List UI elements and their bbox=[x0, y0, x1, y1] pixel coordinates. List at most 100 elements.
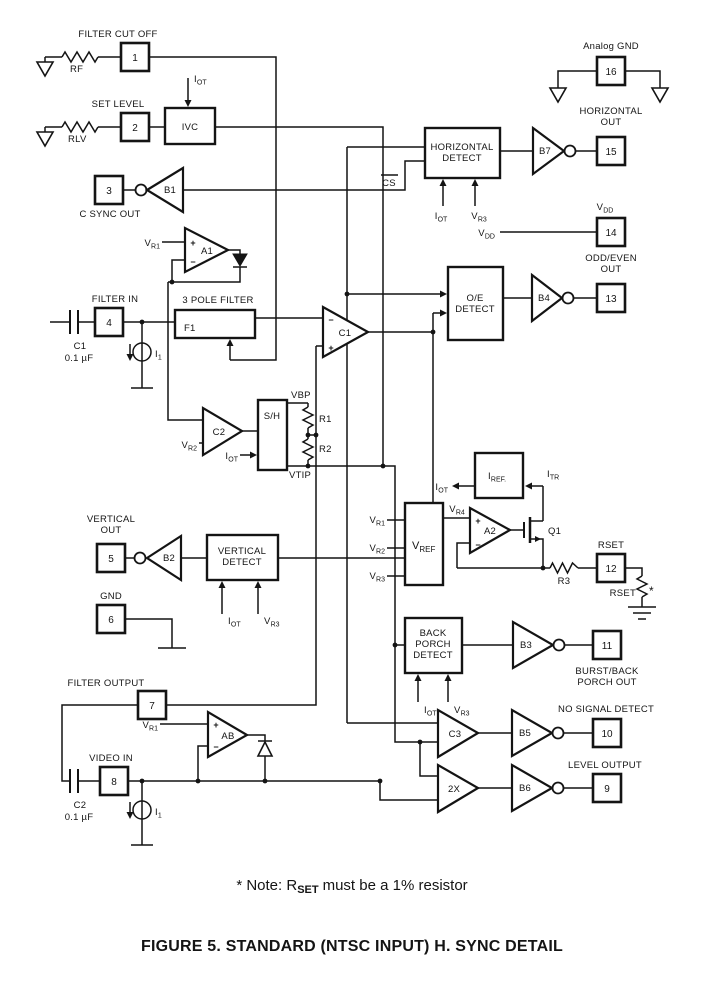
pin2-number: 2 bbox=[132, 123, 138, 134]
i1-top-label: I1 bbox=[155, 349, 162, 362]
arrow-oe-in1 bbox=[440, 290, 447, 298]
junction-dot bbox=[139, 778, 145, 784]
pin-12: RSET 12 bbox=[595, 540, 627, 584]
vr1-a1-label: VR1 bbox=[144, 238, 160, 251]
wire-pin12-right bbox=[625, 567, 643, 576]
wire-vtip-bus bbox=[287, 465, 438, 743]
pin13-box bbox=[595, 282, 627, 314]
pin5-label-2: OUT bbox=[101, 525, 122, 536]
b5-triangle bbox=[510, 708, 555, 758]
pin-3: 3 C SYNC OUT bbox=[79, 174, 140, 220]
c2-cap-label: C2 bbox=[74, 800, 87, 811]
pin8-label: VIDEO IN bbox=[89, 753, 133, 764]
arrow-bp-vr3 bbox=[444, 674, 452, 681]
comparator-c1: − + C1 bbox=[321, 305, 371, 359]
junction-dot bbox=[377, 778, 383, 784]
pin2-label: SET LEVEL bbox=[92, 99, 145, 110]
oe-label-2: DETECT bbox=[455, 304, 495, 315]
bp-label-3: DETECT bbox=[413, 650, 453, 661]
pin4-box bbox=[93, 306, 125, 338]
vd-label-2: DETECT bbox=[222, 557, 262, 568]
filter-title: 3 POLE FILTER bbox=[182, 295, 253, 306]
resistor-r2 bbox=[301, 438, 315, 461]
junction-dot bbox=[540, 565, 546, 571]
pin-1: FILTER CUT OFF 1 bbox=[78, 29, 157, 73]
pin4-number: 4 bbox=[106, 318, 112, 329]
hd-vr3-label: VR3 bbox=[471, 211, 487, 224]
ab-triangle bbox=[206, 710, 250, 759]
junction-dot bbox=[262, 778, 268, 784]
ivc-label: IVC bbox=[182, 122, 199, 133]
diodes bbox=[232, 253, 274, 757]
block-oe-detect: O/E DETECT bbox=[446, 265, 505, 342]
pin9-number: 9 bbox=[604, 784, 610, 795]
pin12-box bbox=[595, 552, 627, 584]
wire-ivc-out bbox=[215, 126, 384, 466]
arrow-itr bbox=[525, 482, 532, 490]
pin13-label-1: ODD/EVEN bbox=[585, 253, 637, 264]
pin1-label: FILTER CUT OFF bbox=[78, 29, 157, 40]
cap1-plates bbox=[69, 310, 79, 334]
oe-box bbox=[446, 265, 505, 342]
q1-label: Q1 bbox=[548, 526, 561, 537]
pin10-number: 10 bbox=[601, 729, 613, 740]
b1-label: B1 bbox=[164, 185, 176, 196]
b3-label: B3 bbox=[520, 640, 532, 651]
pin12-label: RSET bbox=[598, 540, 624, 551]
wire-a2-fb bbox=[456, 542, 470, 568]
pin14-box bbox=[595, 216, 627, 248]
pin3-box bbox=[93, 174, 125, 206]
pin3-label: C SYNC OUT bbox=[79, 209, 140, 220]
pin6-label: GND bbox=[100, 591, 122, 602]
f1-box bbox=[173, 308, 257, 340]
a2-plus: + bbox=[475, 516, 480, 526]
gnd-triangle-agnd-right bbox=[650, 87, 670, 104]
pin7-box bbox=[136, 689, 168, 721]
wire-pin6-gnd bbox=[125, 618, 186, 649]
wire-ab-out bbox=[247, 734, 266, 741]
vr1-ab-label: VR1 bbox=[142, 720, 158, 733]
clamp-diode-ab bbox=[256, 740, 274, 757]
ivc-box bbox=[163, 106, 217, 146]
pin14-number: 14 bbox=[605, 228, 617, 239]
bp-label-1: BACK bbox=[420, 628, 447, 639]
junction-dot bbox=[392, 642, 398, 648]
wire-2x-top bbox=[419, 742, 438, 777]
buffer-b1: B1 bbox=[134, 166, 185, 214]
rf-label: RF bbox=[70, 64, 83, 75]
vref-box bbox=[403, 501, 445, 587]
iref-iot-label: IOT bbox=[435, 482, 448, 495]
pin-9: LEVEL OUTPUT 9 bbox=[568, 760, 642, 804]
block-sample-hold: S/H bbox=[256, 398, 289, 472]
f1-label: F1 bbox=[184, 323, 196, 334]
block-vref: VREF bbox=[403, 501, 445, 587]
junction-dot bbox=[195, 778, 201, 784]
bp-box bbox=[403, 616, 464, 675]
figure-caption: FIGURE 5. STANDARD (NTSC INPUT) H. SYNC … bbox=[141, 938, 563, 955]
b7-label: B7 bbox=[539, 146, 551, 157]
wire-a1-feedback bbox=[168, 259, 241, 283]
a1-label: A1 bbox=[201, 246, 213, 257]
rset-resistor-label: RSET bbox=[610, 588, 636, 599]
c2-label: C2 bbox=[213, 427, 226, 438]
vd-iot-label: IOT bbox=[228, 616, 241, 629]
wire-itr bbox=[532, 485, 544, 521]
a1-minus: − bbox=[190, 257, 195, 267]
pin15-number: 15 bbox=[605, 147, 617, 158]
hd-iot-label: IOT bbox=[435, 211, 448, 224]
a2-triangle bbox=[468, 506, 513, 555]
ab-label: AB bbox=[221, 731, 234, 742]
rlv-label: RLV bbox=[68, 134, 87, 145]
pin10-label: NO SIGNAL DETECT bbox=[558, 704, 654, 715]
arrow-hd-vr3 bbox=[471, 179, 479, 186]
gnd-triangle-pin1 bbox=[35, 61, 55, 78]
arrow-i1-bottom bbox=[126, 812, 134, 819]
wire-i1-top bbox=[131, 322, 153, 389]
b4-bubble bbox=[561, 291, 575, 305]
a1-plus: + bbox=[190, 238, 195, 248]
pin11-label-2: PORCH OUT bbox=[577, 677, 636, 688]
rset-gnd-bars bbox=[628, 606, 656, 620]
wire-pin1-bus bbox=[149, 56, 277, 361]
iot-ivc-label: IOT bbox=[194, 74, 207, 87]
